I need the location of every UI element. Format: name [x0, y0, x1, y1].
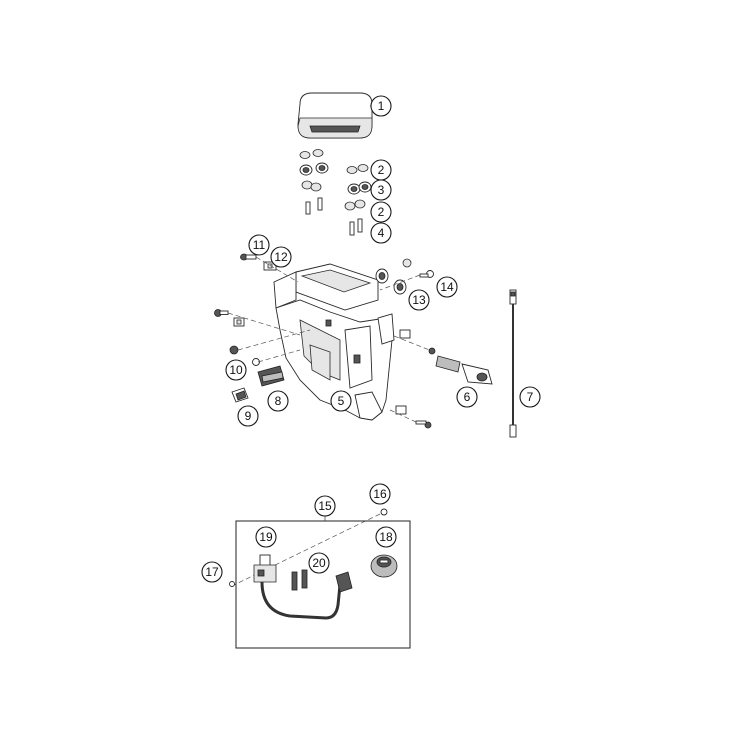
fasteners-10[interactable] — [214, 309, 260, 366]
washer-17[interactable] — [229, 581, 235, 587]
callout-13[interactable]: 13 — [408, 289, 430, 311]
svg-text:14: 14 — [440, 280, 454, 294]
svg-text:7: 7 — [527, 390, 534, 404]
svg-text:8: 8 — [275, 394, 282, 408]
svg-text:10: 10 — [229, 363, 243, 377]
mount-grommets-left[interactable] — [299, 149, 329, 215]
bolts-20[interactable] — [291, 569, 308, 591]
callout-1[interactable]: 1 — [370, 95, 392, 117]
svg-text:5: 5 — [338, 394, 345, 408]
svg-text:4: 4 — [378, 226, 385, 240]
svg-text:12: 12 — [274, 250, 288, 264]
callout-2-upper[interactable]: 2 — [370, 159, 392, 181]
svg-text:6: 6 — [464, 390, 471, 404]
callout-7[interactable]: 7 — [519, 386, 541, 408]
svg-text:1: 1 — [378, 99, 385, 113]
svg-text:13: 13 — [412, 293, 426, 307]
callout-19[interactable]: 19 — [255, 526, 277, 548]
assembly-lines — [227, 256, 433, 586]
callout-20[interactable]: 20 — [308, 552, 330, 574]
screw-11[interactable] — [240, 253, 257, 261]
main-bracket[interactable] — [273, 263, 395, 421]
callout-10[interactable]: 10 — [225, 359, 247, 381]
svg-text:20: 20 — [312, 556, 326, 570]
callouts: 1 2 3 2 4 11 12 13 — [201, 95, 541, 583]
callout-9[interactable]: 9 — [237, 405, 259, 427]
svg-text:9: 9 — [245, 409, 252, 423]
svg-text:2: 2 — [378, 163, 385, 177]
kit-box-15 — [235, 516, 411, 649]
svg-text:2: 2 — [378, 205, 385, 219]
instrument-cluster[interactable] — [297, 92, 373, 139]
socket-6[interactable] — [395, 329, 493, 429]
grommets-13[interactable] — [375, 258, 412, 295]
callout-4[interactable]: 4 — [370, 222, 392, 244]
callout-14[interactable]: 14 — [436, 276, 458, 298]
svg-text:16: 16 — [373, 487, 387, 501]
screw-14[interactable] — [419, 270, 434, 278]
callout-8[interactable]: 8 — [267, 390, 289, 412]
switch-9[interactable] — [231, 387, 249, 403]
sensor-harness-19[interactable] — [253, 554, 353, 620]
callout-3[interactable]: 3 — [370, 179, 392, 201]
callout-17[interactable]: 17 — [201, 561, 223, 583]
callout-16[interactable]: 16 — [369, 483, 391, 505]
callout-12[interactable]: 12 — [270, 246, 292, 268]
svg-text:19: 19 — [259, 530, 273, 544]
callout-2-lower[interactable]: 2 — [370, 201, 392, 223]
cable-7[interactable] — [509, 289, 517, 438]
svg-text:15: 15 — [318, 499, 332, 513]
callout-15[interactable]: 15 — [314, 495, 336, 517]
callout-6[interactable]: 6 — [456, 386, 478, 408]
svg-text:17: 17 — [205, 565, 219, 579]
cap-18[interactable] — [370, 554, 398, 578]
callout-11[interactable]: 11 — [248, 234, 270, 256]
svg-text:11: 11 — [253, 238, 266, 252]
svg-text:3: 3 — [378, 183, 385, 197]
mount-grommets-right[interactable] — [344, 164, 372, 236]
screw-16[interactable] — [380, 508, 388, 516]
callout-5[interactable]: 5 — [330, 390, 352, 412]
svg-text:18: 18 — [379, 530, 393, 544]
callout-18[interactable]: 18 — [375, 526, 397, 548]
connector-8[interactable] — [257, 365, 285, 387]
